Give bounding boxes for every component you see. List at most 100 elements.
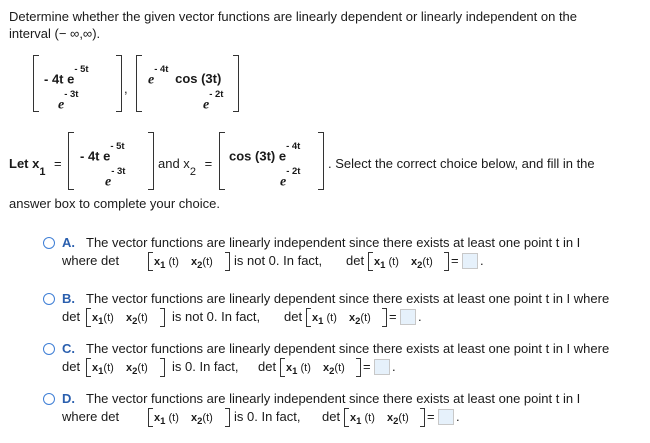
right-bracket [318,132,324,190]
det-x1: x1 (t) [312,312,337,328]
answer-input-box[interactable] [400,309,416,325]
answer-input-box[interactable] [438,409,454,425]
det-bracket-left [344,408,349,427]
determinant-expr: x1 (t) x2(t) [148,408,253,428]
v1-top-entry: - 4t e- 5t [44,64,89,87]
det-bracket-right [444,252,449,271]
left-bracket [136,55,142,112]
instruction-line-2: answer box to complete your choice. [9,196,220,211]
answer-input-box[interactable] [462,253,478,269]
v1-top-coef: - 4t e [44,71,75,87]
right-bracket [148,132,154,190]
x1-bot-base: e [105,174,112,190]
and-text: and x [158,156,190,171]
v2-bot-base: e [203,97,210,113]
choice-b[interactable]: B. The vector functions are linearly dep… [0,288,650,338]
right-bracket [233,55,239,112]
x2-bot-exp: - 2t [286,166,301,177]
choice-letter: D. [62,391,75,406]
det-bracket-right [160,358,165,377]
choice-c[interactable]: C. The vector functions are linearly dep… [0,338,650,388]
x2-top-exp: - 4t [286,141,301,152]
det-prefix: det [62,309,81,324]
det-bracket-right [356,358,361,377]
subscript-2: 2 [189,165,196,178]
det-bracket-left [86,358,91,377]
det-x1: x1 (t) [154,256,179,272]
choice-mid-text: is not 0. In fact, [234,253,323,268]
det-x1: x1 (t) [374,256,399,272]
v1-bottom-entry: e- 3t [58,89,78,113]
determinant-expr: det x1 (t) x2(t) [346,252,449,272]
equals-sign: = [427,409,435,424]
v1-bot-exp: - 3t [64,89,79,100]
choice-text: The vector functions are linearly indepe… [86,391,581,406]
determinant-expr: x1(t) x2(t) [86,308,191,327]
left-bracket [219,132,225,190]
choice-mid-text: is 0. In fact, [172,359,239,374]
det-bracket-right [160,308,165,327]
determinant-expr: det x1 (t) x2(t) [258,358,361,378]
det-x2: x2(t) [191,256,213,272]
det-x2: x2(t) [323,362,345,378]
v2-top-entry: e- 4t cos (3t) [148,64,222,88]
left-bracket [33,55,39,112]
choice-detail: det x1(t) x2(t) is not 0. In fact, det x… [62,308,422,329]
choice-d[interactable]: D. The vector functions are linearly ind… [0,388,650,438]
det-x1: x1 (t) [350,412,375,428]
choice-text: The vector functions are linearly indepe… [86,235,581,250]
question-line-2: interval (− ∞,∞). [9,26,101,41]
and-x2-label: and x2 = [158,156,213,178]
det-prefix: det [284,309,303,324]
radio-button-b[interactable] [43,293,55,305]
choice-letter: B. [62,291,75,306]
choice-a[interactable]: A. The vector functions are linearly ind… [0,232,650,282]
x2-top-entry: cos (3t) e- 4t [229,141,300,164]
answer-input-box[interactable] [374,359,390,375]
v2-top-exp: - 4t [154,64,169,75]
det-prefix: det [62,359,81,374]
det-x2: x2(t) [191,412,213,428]
question-line-1: Determine whether the given vector funct… [9,9,578,24]
left-bracket [68,132,74,190]
equals-sign: = [451,253,459,268]
x1-top-exp: - 5t [110,141,125,152]
equals-sign: = [204,156,213,171]
determinant-expr: x1 (t) x2(t) [148,252,253,272]
x2-bottom-entry: e- 2t [280,166,300,190]
det-x2: x2(t) [411,256,433,272]
choice-letter: A. [62,235,75,250]
det-bracket-left [368,252,373,271]
answer-choices: A. The vector functions are linearly ind… [0,232,650,440]
instruction-tail: . Select the correct choice below, and f… [328,156,595,171]
v2-top-base: e [148,72,155,88]
let-x1-label: Let x1 [9,156,46,178]
equals-sign: = [389,309,397,324]
det-x1: x1 (t) [286,362,311,378]
det-x1: x1 (t) [154,412,179,428]
right-bracket [116,55,122,112]
det-bracket-left [148,408,153,427]
radio-button-d[interactable] [43,393,55,405]
det-prefix: det [322,409,341,424]
det-prefix: det [346,253,365,268]
choice-detail: where det x1 (t) x2(t) is not 0. In fact… [62,252,484,273]
determinant-expr: det x1 (t) x2(t) [322,408,425,428]
det-prefix: where det [62,253,120,268]
x1-top-text: - 4t e [80,148,111,164]
x1-bottom-entry: e- 3t [105,166,125,190]
det-bracket-left [148,252,153,271]
subscript-1: 1 [39,165,46,178]
let-line: Let x1 = - 4t e- 5t e- 3t and x2 = cos (… [0,132,650,192]
choice-detail: where det x1 (t) x2(t) is 0. In fact, de… [62,408,460,429]
radio-button-c[interactable] [43,343,55,355]
det-bracket-left [280,358,285,377]
x2-top-text: cos (3t) e [229,148,287,164]
v2-bot-exp: - 2t [209,89,224,100]
determinant-expr: det x1 (t) x2(t) [284,308,387,328]
let-text: Let x [9,156,40,171]
equals-sign: = [363,359,371,374]
radio-button-a[interactable] [43,237,55,249]
det-x2: x2(t) [387,412,409,428]
v2-top-tail: cos (3t) [175,71,222,87]
